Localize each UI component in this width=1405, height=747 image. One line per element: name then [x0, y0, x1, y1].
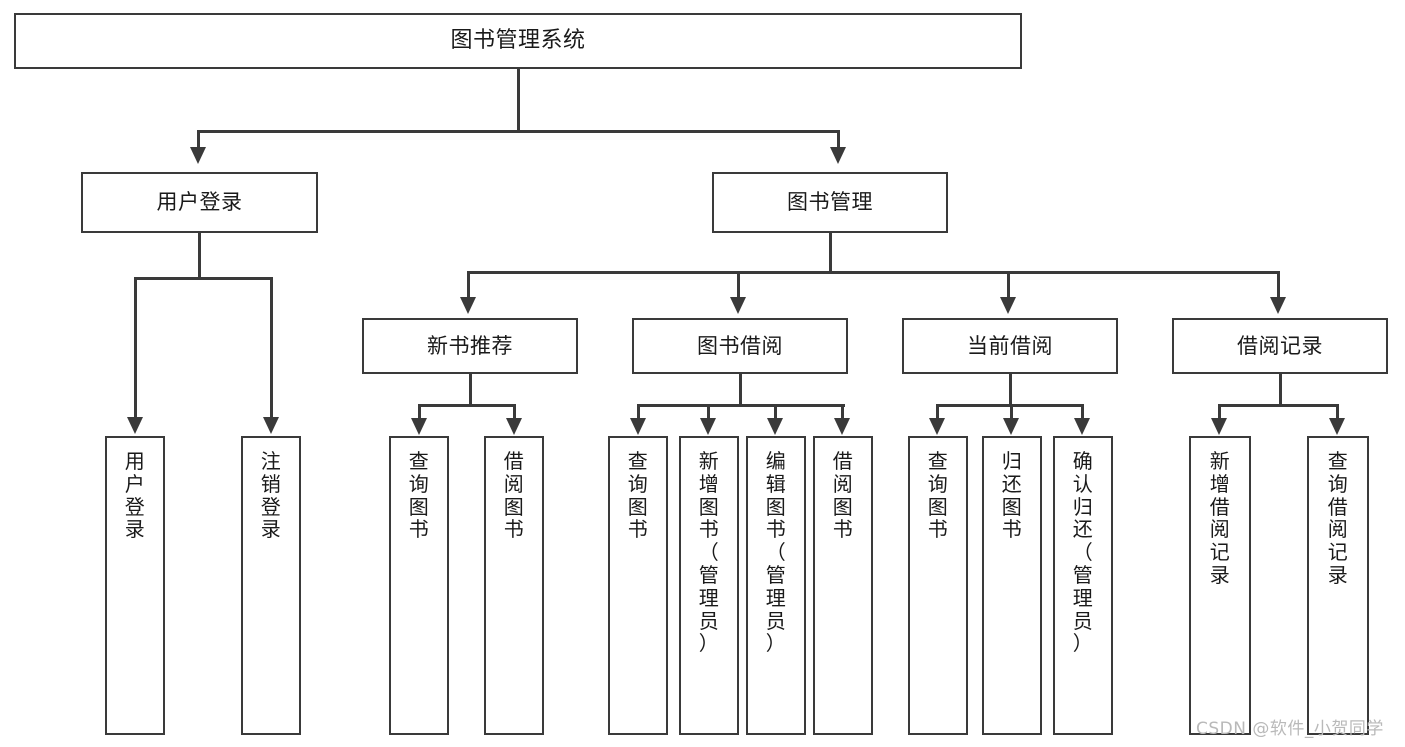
leaf-logout[interactable]: 注 销 登 录	[241, 436, 301, 735]
connector-cb-c2	[1010, 404, 1013, 419]
arrow-book-mgmt-borrow	[730, 297, 746, 314]
arrow-borrow-leaf-1	[630, 418, 646, 435]
connector-root-bus	[197, 130, 839, 133]
leaf-user-login[interactable]: 用 户 登 录	[105, 436, 165, 735]
connector-root-stem	[517, 69, 520, 131]
csdn-watermark: CSDN @软件_小贺同学	[1196, 719, 1384, 739]
connector-current-bus	[936, 404, 1082, 407]
arrow-new-books-leaf-1	[411, 418, 427, 435]
node-label: 借 阅 图 书	[832, 449, 854, 542]
node-label: 新书推荐	[427, 333, 513, 358]
node-book-borrowing[interactable]: 图书借阅	[632, 318, 848, 374]
connector-nb-c1	[418, 404, 421, 419]
connector-borrow-stem	[739, 374, 742, 405]
connector-cb-c3	[1081, 404, 1084, 419]
connector-root-to-book-mgmt	[837, 130, 840, 147]
leaf-query-books-current[interactable]: 查 询 图 书	[908, 436, 968, 735]
connector-borrow-bus	[637, 404, 845, 407]
connector-nb-c2	[513, 404, 516, 419]
node-book-management[interactable]: 图书管理	[712, 172, 948, 233]
connector-user-login-bus	[134, 277, 272, 280]
arrow-current-leaf-3	[1074, 418, 1090, 435]
connector-new-books-bus	[418, 404, 516, 407]
connector-bm-c1	[467, 271, 470, 298]
arrow-records-leaf-2	[1329, 418, 1345, 435]
leaf-return-books[interactable]: 归 还 图 书	[982, 436, 1042, 735]
arrow-root-to-book-mgmt	[830, 147, 846, 164]
node-root-book-management-system[interactable]: 图书管理系统	[14, 13, 1022, 69]
connector-current-stem	[1009, 374, 1012, 405]
node-label: 当前借阅	[967, 333, 1053, 358]
arrow-new-books-leaf-2	[506, 418, 522, 435]
arrow-book-mgmt-current	[1000, 297, 1016, 314]
node-label: 借 阅 图 书	[503, 449, 525, 542]
connector-bw-c3	[774, 404, 777, 419]
node-label: 新 增 借 阅 记 录	[1209, 449, 1231, 587]
connector-user-login-b2	[270, 277, 273, 419]
connector-book-mgmt-bus	[467, 271, 1280, 274]
node-label: 图书借阅	[697, 333, 783, 358]
node-new-book-recommendation[interactable]: 新书推荐	[362, 318, 578, 374]
node-label: 用 户 登 录	[124, 449, 146, 542]
arrow-records-leaf-1	[1211, 418, 1227, 435]
connector-records-stem	[1279, 374, 1282, 405]
connector-book-mgmt-stem	[829, 233, 832, 272]
connector-bw-c2	[707, 404, 710, 419]
node-label: 查 询 图 书	[927, 449, 949, 542]
arrow-borrow-leaf-3	[767, 418, 783, 435]
leaf-query-books-new[interactable]: 查 询 图 书	[389, 436, 449, 735]
node-borrowing-records[interactable]: 借阅记录	[1172, 318, 1388, 374]
connector-cb-c1	[936, 404, 939, 419]
arrow-current-leaf-1	[929, 418, 945, 435]
arrow-borrow-leaf-4	[834, 418, 850, 435]
leaf-query-borrow-record[interactable]: 查 询 借 阅 记 录	[1307, 436, 1369, 735]
node-label: 用户登录	[156, 190, 243, 215]
arrow-root-to-user-login	[190, 147, 206, 164]
connector-new-books-stem	[469, 374, 472, 405]
node-label: 归 还 图 书	[1001, 449, 1023, 542]
leaf-borrow-books[interactable]: 借 阅 图 书	[813, 436, 873, 735]
node-user-login[interactable]: 用户登录	[81, 172, 318, 233]
arrow-user-login-leaf-2	[263, 417, 279, 434]
node-label: 查 询 借 阅 记 录	[1327, 449, 1349, 587]
arrow-user-login-leaf-1	[127, 417, 143, 434]
connector-user-login-b1	[134, 277, 137, 419]
connector-bm-c2	[737, 271, 740, 298]
connector-root-to-user-login	[197, 130, 200, 147]
node-label: 借阅记录	[1237, 333, 1323, 358]
leaf-edit-book-admin[interactable]: 编 辑 图 书 （ 管 理 员 ）	[746, 436, 806, 735]
arrow-book-mgmt-new-books	[460, 297, 476, 314]
leaf-borrow-books-new[interactable]: 借 阅 图 书	[484, 436, 544, 735]
node-label: 编 辑 图 书 （ 管 理 员 ）	[765, 449, 787, 656]
leaf-confirm-return-admin[interactable]: 确 认 归 还 （ 管 理 员 ）	[1053, 436, 1113, 735]
connector-bw-c1	[637, 404, 640, 419]
connector-user-login-stem	[198, 233, 201, 278]
arrow-current-leaf-2	[1003, 418, 1019, 435]
connector-rc-c2	[1336, 404, 1339, 419]
connector-bw-c4	[841, 404, 844, 419]
node-label: 查 询 图 书	[408, 449, 430, 542]
node-label: 新 增 图 书 （ 管 理 员 ）	[698, 449, 720, 656]
connector-bm-c4	[1277, 271, 1280, 298]
arrow-borrow-leaf-2	[700, 418, 716, 435]
leaf-add-borrow-record[interactable]: 新 增 借 阅 记 录	[1189, 436, 1251, 735]
leaf-add-book-admin[interactable]: 新 增 图 书 （ 管 理 员 ）	[679, 436, 739, 735]
node-label: 图书管理	[787, 190, 873, 215]
node-label: 图书管理系统	[450, 28, 586, 54]
node-label: 确 认 归 还 （ 管 理 员 ）	[1072, 449, 1094, 656]
node-current-borrowing[interactable]: 当前借阅	[902, 318, 1118, 374]
connector-records-bus	[1218, 404, 1338, 407]
leaf-query-books-borrow[interactable]: 查 询 图 书	[608, 436, 668, 735]
arrow-book-mgmt-records	[1270, 297, 1286, 314]
node-label: 查 询 图 书	[627, 449, 649, 542]
node-label: 注 销 登 录	[260, 449, 282, 542]
connector-bm-c3	[1007, 271, 1010, 298]
connector-rc-c1	[1218, 404, 1221, 419]
